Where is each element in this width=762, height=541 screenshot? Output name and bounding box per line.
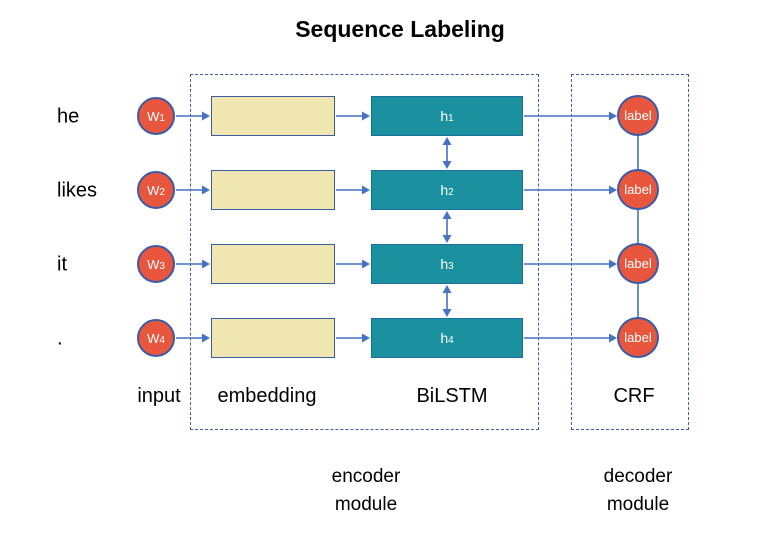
output-label-node: label xyxy=(617,317,659,358)
encoder-module-label-line1: encoder xyxy=(331,466,401,487)
embedding-box xyxy=(211,96,335,136)
hidden-state-text: h xyxy=(440,108,449,124)
embedding-box xyxy=(211,170,335,210)
diagram-title: Sequence Labeling xyxy=(295,16,505,42)
input-word: he xyxy=(57,105,80,128)
output-label-text: label xyxy=(624,182,652,197)
output-label-node: label xyxy=(617,243,659,284)
layer-label-bilstm: BiLSTM xyxy=(416,385,488,407)
layer-label-input: input xyxy=(137,385,181,407)
embedding-box xyxy=(211,244,335,284)
layer-label-embedding: embedding xyxy=(217,385,317,407)
input-word: . xyxy=(57,327,63,350)
hidden-state-subscript: 1 xyxy=(448,112,454,124)
row4-arrows xyxy=(176,333,617,343)
layer-label-crf: CRF xyxy=(613,385,655,407)
bilstm-bidirectional-arrow-1-2 xyxy=(442,137,452,169)
bilstm-bidirectional-arrow-2-3 xyxy=(442,211,452,243)
hidden-state-text: h xyxy=(440,256,449,272)
embedding-box xyxy=(211,318,335,358)
input-node-text: W xyxy=(147,182,160,198)
input-node-subscript: 3 xyxy=(159,260,165,272)
input-word: it xyxy=(57,253,67,276)
input-node-subscript: 4 xyxy=(159,334,165,346)
hidden-state-text: h xyxy=(440,330,449,346)
input-node-text: W xyxy=(147,256,160,272)
hidden-state-subscript: 3 xyxy=(448,260,454,272)
output-label-text: label xyxy=(624,330,652,345)
input-node-text: W xyxy=(147,108,160,124)
encoder-module-box xyxy=(190,74,539,430)
row3-arrows xyxy=(176,259,617,269)
decoder-module-label: decoder module xyxy=(604,463,673,519)
row2-arrows xyxy=(176,185,617,195)
row1-arrows xyxy=(176,111,617,121)
input-word: likes xyxy=(57,179,98,202)
decoder-module-label-line2: module xyxy=(606,494,670,515)
input-node-subscript: 1 xyxy=(159,112,165,124)
output-label-text: label xyxy=(624,108,652,123)
hidden-state-subscript: 4 xyxy=(448,334,454,346)
output-label-node: label xyxy=(617,169,659,210)
hidden-state-subscript: 2 xyxy=(448,186,454,198)
output-label-text: label xyxy=(624,256,652,271)
input-node-text: W xyxy=(147,330,160,346)
bilstm-bidirectional-arrow-3-4 xyxy=(442,285,452,317)
output-label-node: label xyxy=(617,95,659,136)
encoder-module-label-line2: module xyxy=(334,494,398,515)
decoder-module-label-line1: decoder xyxy=(603,466,673,487)
hidden-state-text: h xyxy=(440,182,449,198)
decoder-module-box xyxy=(571,74,689,430)
encoder-module-label: encoder module xyxy=(332,463,401,519)
input-node-subscript: 2 xyxy=(159,186,165,198)
